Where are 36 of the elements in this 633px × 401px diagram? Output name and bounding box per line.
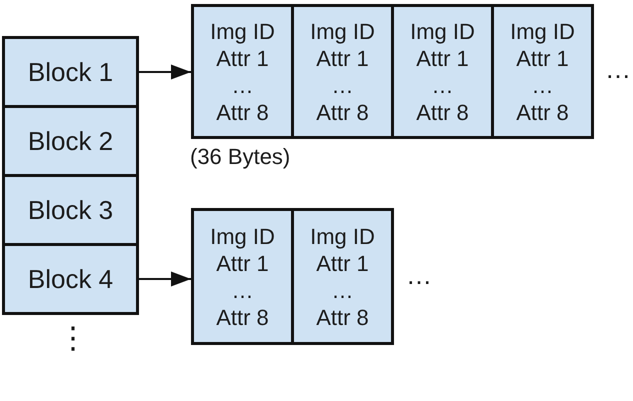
field-text: Img ID	[310, 222, 375, 250]
field-text: …	[232, 72, 254, 98]
field-text: Img ID	[210, 222, 275, 250]
field-text: …	[332, 276, 354, 304]
field-text: Attr 1	[316, 44, 369, 72]
vertical-ellipsis: ⋮	[58, 322, 88, 356]
record-list-box	[191, 208, 394, 345]
field-text: Img ID	[310, 18, 375, 44]
block-cell: Block 4	[2, 243, 139, 315]
field-text: …	[232, 276, 254, 304]
continuation-ellipsis: …	[406, 261, 432, 291]
field-text: …	[332, 72, 354, 98]
field-text: Attr 8	[216, 304, 269, 330]
field-text: …	[532, 72, 554, 98]
field-text: Attr 1	[416, 44, 469, 72]
field-text: Img ID	[410, 18, 475, 44]
field-text: Attr 8	[216, 98, 269, 126]
field-text: Attr 8	[516, 98, 569, 126]
arrow	[139, 64, 191, 80]
field-text: Img ID	[210, 18, 275, 44]
size-caption: (36 Bytes)	[190, 144, 290, 170]
block-cell: Block 3	[2, 174, 139, 246]
record-list-box	[191, 4, 594, 139]
field-text: Attr 1	[216, 250, 269, 276]
field-text: Attr 1	[316, 250, 369, 276]
block-cell: Block 1	[2, 36, 139, 108]
field-text: Attr 8	[316, 304, 369, 330]
field-text: …	[432, 72, 454, 98]
field-text: Attr 1	[516, 44, 569, 72]
field-text: Attr 1	[216, 44, 269, 72]
field-text: Img ID	[510, 18, 575, 44]
block-cell: Block 2	[2, 105, 139, 177]
continuation-ellipsis: …	[605, 55, 631, 85]
arrow	[139, 272, 191, 286]
field-text: Attr 8	[416, 98, 469, 126]
field-text: Attr 8	[316, 98, 369, 126]
